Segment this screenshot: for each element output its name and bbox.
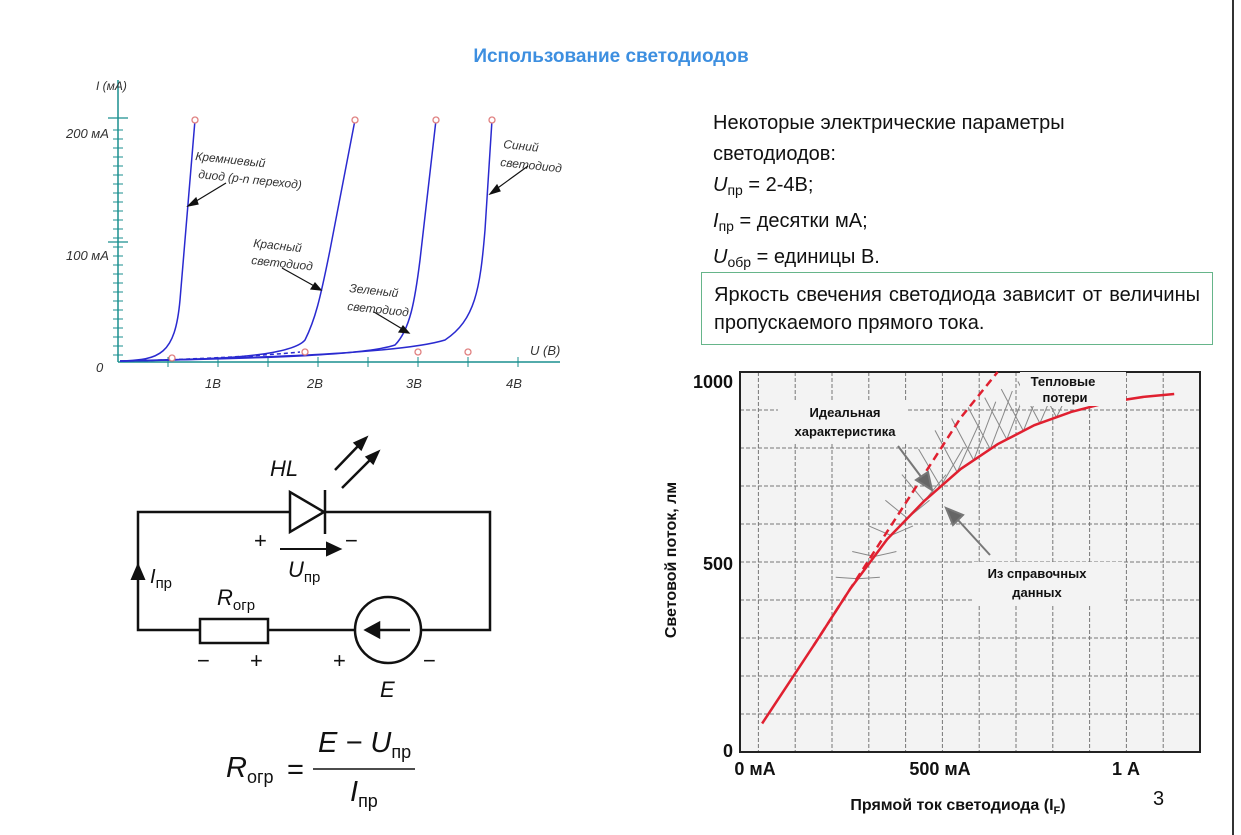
iv-label-blue-1: Синий [503, 137, 540, 155]
formula-lhs: Rогр [226, 752, 274, 787]
iv-x-axis-label: U (В) [530, 343, 560, 358]
param-forward-current: Iпр = десятки мА; [713, 210, 868, 234]
r-minus: − [197, 648, 210, 673]
flux-hatch-line [940, 448, 964, 487]
iv-x-tick-2: 2В [306, 376, 323, 391]
circuit-diagram: HL + − Uпр Iпр Rогр − + + − E [130, 435, 492, 702]
brightness-note: Яркость свечения светодиода зависит от в… [701, 272, 1213, 345]
led-label: HL [270, 456, 298, 481]
flux-y-tick-0: 0 [723, 741, 733, 761]
iv-y-tick-0: 0 [96, 360, 104, 375]
flux-hatch-line [835, 576, 858, 580]
annotation-thermal-1: Тепловые [1031, 374, 1096, 389]
iv-label-blue-2: светодиод [500, 155, 563, 175]
annotation-ref-1: Из справочных [988, 566, 1088, 581]
led-minus: − [345, 528, 358, 553]
i-label: Iпр [150, 566, 172, 592]
flux-y-axis-label: Световой поток, лм [663, 482, 680, 638]
flux-hatch-line [956, 423, 980, 473]
param-reverse-voltage: Uобр = единицы В. [713, 246, 880, 270]
iv-marker [301, 348, 309, 356]
annotation-ideal-2: характеристика [795, 424, 897, 439]
flux-hatch-line [874, 551, 897, 557]
iv-marker [191, 116, 199, 124]
flux-hatch-line [984, 397, 1008, 440]
iv-marker [432, 116, 440, 124]
e-label: E [380, 677, 395, 702]
iv-curve-dashed [129, 351, 301, 362]
e-minus: − [423, 648, 436, 673]
led-symbol [288, 489, 327, 535]
flux-hatch-line [934, 430, 958, 473]
iv-marker [414, 348, 422, 356]
slide-title: Использование светодиодов [473, 46, 749, 67]
annotation-thermal-2: потери [1043, 390, 1088, 405]
annotation-ideal-1: Идеальная [810, 405, 881, 420]
flux-hatch-line [1000, 388, 1024, 432]
flux-hatch-line [967, 407, 991, 450]
iv-x-tick-1: 1В [205, 376, 221, 391]
u-label: Uпр [288, 557, 320, 586]
annotation-ref-2: данных [1012, 585, 1062, 600]
e-plus: + [333, 648, 346, 673]
flux-x-axis-label: Прямой ток светодиода (IF) [850, 797, 1065, 817]
flux-x-tick-1a: 1 А [1112, 759, 1140, 779]
flux-hatch-line [901, 474, 925, 502]
resistor-formula: Rогр = E − Uпр Iпр [226, 727, 415, 811]
flux-y-tick-500: 500 [703, 554, 733, 574]
iv-marker [168, 354, 176, 362]
page-number: 3 [1153, 788, 1165, 810]
flux-hatch-line [885, 499, 908, 519]
flux-x-tick-0: 0 мА [734, 759, 775, 779]
r-label: Rогр [217, 585, 255, 614]
formula-eq: = [287, 754, 304, 786]
flux-x-tick-500: 500 мА [909, 759, 970, 779]
resistor-symbol [198, 617, 270, 645]
flux-hatch-line [890, 525, 914, 536]
formula-denominator: Iпр [350, 776, 378, 811]
flux-hatch-line [989, 390, 1013, 450]
iv-label-red-1: Красный [253, 236, 303, 255]
iv-marker [351, 116, 359, 124]
params-heading-2: светодиодов: [713, 143, 836, 165]
parameters-text: Некоторые электрические параметры светод… [713, 108, 1213, 278]
iv-y-axis-label: I (мА) [96, 79, 127, 93]
slide-edge [1232, 0, 1234, 835]
iv-label-red-2: светодиод [251, 253, 314, 273]
iv-y-tick-200: 200 мА [65, 126, 109, 141]
r-plus: + [250, 648, 263, 673]
led-plus: + [254, 528, 267, 553]
params-heading-1: Некоторые электрические параметры [713, 112, 1065, 134]
iv-marker [488, 116, 496, 124]
flux-y-tick-1000: 1000 [693, 372, 733, 392]
circuit-wire [325, 510, 492, 632]
flux-hatch-line [857, 576, 880, 580]
param-forward-voltage: Uпр = 2-4В; [713, 174, 814, 198]
iv-label-green-2: светодиод [347, 299, 410, 319]
iv-x-tick-4: 4В [506, 376, 522, 391]
formula-numerator: E − Uпр [318, 727, 411, 762]
iv-y-tick-100: 100 мА [66, 248, 109, 263]
iv-chart: I (мА) 200 мА 100 мА 0 U (В) 1В 2В 3В 4В… [65, 79, 563, 391]
iv-marker [464, 348, 472, 356]
iv-x-tick-3: 3В [406, 376, 422, 391]
iv-curve-blue [119, 119, 493, 362]
iv-label-green-1: Зеленый [349, 281, 400, 300]
